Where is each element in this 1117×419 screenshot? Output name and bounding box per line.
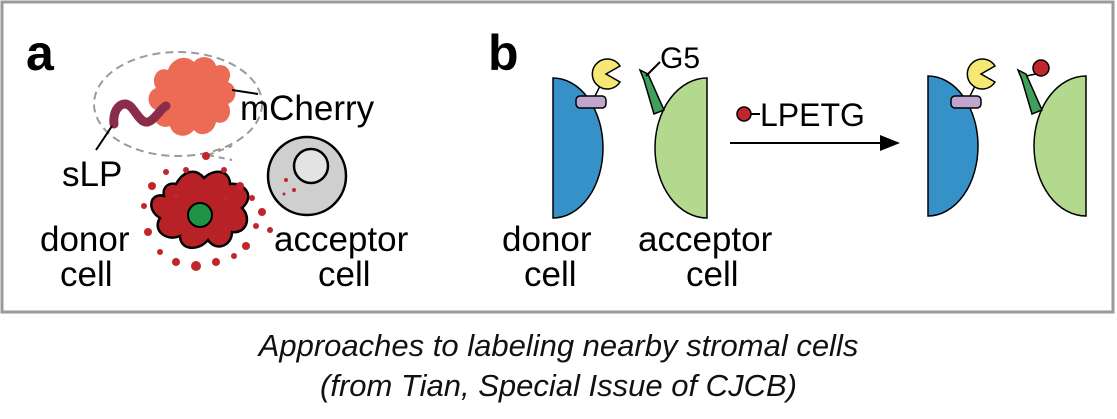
acceptor-cell-b-icon <box>654 77 708 219</box>
acceptor-captured-droplets <box>282 178 296 196</box>
diagram-figure: a mCherry sLP donor cell <box>0 0 1115 314</box>
panel-a-letter: a <box>26 25 55 81</box>
g5-leader-line <box>645 61 661 77</box>
lpetg-label: LPETG <box>760 97 865 133</box>
receptor-b-right <box>950 95 982 109</box>
pacman-binder-b-right <box>966 58 997 90</box>
secreted-droplets <box>141 152 273 271</box>
donor-cell-label-line1: donor <box>40 220 130 259</box>
slp-leader-line <box>95 125 113 151</box>
g5-tag-b-left <box>638 68 666 116</box>
transferred-label-dot-icon <box>1032 59 1050 77</box>
receptor-stalk-b-right <box>969 85 976 97</box>
mcherry-protein-icon <box>148 57 236 136</box>
zoom-bubble <box>93 51 263 157</box>
caption-line-1: Approaches to labeling nearby stromal ce… <box>258 328 859 363</box>
g5-label: G5 <box>660 42 700 75</box>
donor-cell-b-icon <box>552 77 604 219</box>
donor-cell-b-label-line2: cell <box>524 255 577 294</box>
mcherry-label: mCherry <box>240 89 375 128</box>
acceptor-nucleus <box>292 147 330 185</box>
lpetg-dot-icon <box>736 106 752 122</box>
zoom-bubble-tail <box>207 145 233 161</box>
acceptor-cell-b-label-line2: cell <box>686 255 739 294</box>
panel-a: a mCherry sLP donor cell <box>26 25 409 294</box>
acceptor-cell-label-line1: acceptor <box>274 220 409 259</box>
panel-b-letter: b <box>488 25 519 81</box>
donor-cell-b-after-icon <box>927 75 979 217</box>
donor-nucleus <box>187 202 213 228</box>
receptor-stalk-b-left <box>594 85 601 97</box>
acceptor-cell-label-line2: cell <box>318 255 371 294</box>
reaction-arrowhead-icon <box>880 135 900 151</box>
g5-tag-b-right <box>1016 68 1044 116</box>
acceptor-cell-b-label-line1: acceptor <box>638 220 773 259</box>
caption-line-2: (from Tian, Special Issue of CJCB) <box>320 368 797 403</box>
slp-label: sLP <box>62 155 122 194</box>
panel-b: b G5 donor cell acceptor cell LPETG <box>488 25 1087 294</box>
slp-linker <box>109 99 171 129</box>
donor-cell-label-line2: cell <box>60 255 113 294</box>
figure-frame <box>0 0 1115 314</box>
transferred-label-link <box>1025 73 1037 77</box>
pacman-binder-b-left <box>591 58 622 90</box>
figure-caption: Approaches to labeling nearby stromal ce… <box>0 326 1117 406</box>
mcherry-leader-line <box>231 89 259 95</box>
acceptor-cell-b-after-icon <box>1033 75 1087 217</box>
donor-cell-b-label-line1: donor <box>502 220 592 259</box>
receptor-b-left <box>575 95 607 109</box>
